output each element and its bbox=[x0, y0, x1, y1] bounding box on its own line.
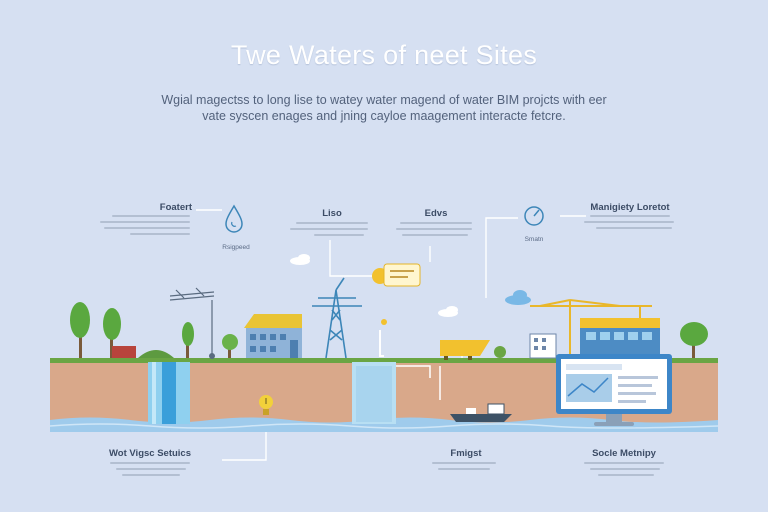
gauge-icon bbox=[524, 206, 544, 226]
info-tag bbox=[372, 263, 421, 287]
waterfall-channel bbox=[148, 362, 190, 424]
callout-filler-lines bbox=[100, 215, 674, 476]
water-drop-icon bbox=[225, 204, 243, 233]
house-building bbox=[244, 314, 302, 358]
boat-icon bbox=[450, 403, 512, 422]
grass-strip bbox=[50, 358, 718, 363]
callout-top-right-heading: Manigiety Loretot bbox=[590, 202, 670, 213]
cloud-icon bbox=[290, 254, 458, 317]
callout-bottom-right: Socle Metnipy bbox=[578, 448, 670, 459]
sensor-icon bbox=[381, 319, 387, 325]
factory-building bbox=[529, 318, 660, 359]
truck-icon bbox=[112, 346, 136, 358]
callout-bottom-left: Wot Vigsc Setuics bbox=[100, 448, 200, 459]
callout-top-left: Foatert bbox=[96, 202, 192, 213]
callout-bottom-right-heading: Socle Metnipy bbox=[592, 448, 656, 459]
callout-top-mid1: Liso bbox=[312, 208, 352, 219]
callout-top-left-heading: Foatert bbox=[159, 202, 192, 213]
callout-top-mid2: Edvs bbox=[412, 208, 460, 219]
yellow-platform bbox=[440, 340, 506, 360]
callout-drop-label: Rsigpeed bbox=[208, 238, 264, 251]
page-title: Twe Waters of neet Sites bbox=[230, 40, 538, 70]
callout-drop-caption: Rsigpeed bbox=[222, 244, 250, 251]
callout-top-mid1-heading: Liso bbox=[322, 208, 342, 219]
callout-gauge-caption: Smatn bbox=[524, 236, 544, 243]
callout-bottom-left-heading: Wot Vigsc Setuics bbox=[108, 448, 191, 459]
lightbulb-icon bbox=[259, 395, 273, 415]
monitor-dashboard bbox=[556, 354, 672, 426]
tree-icon bbox=[70, 302, 708, 358]
electric-pylon bbox=[312, 277, 362, 359]
blue-cloud-icon bbox=[505, 290, 531, 305]
callout-bottom-mid-heading: Fmigst bbox=[450, 448, 482, 459]
callout-gauge-label: Smatn bbox=[512, 230, 556, 243]
page-subtitle: Wgial magectss to long lise to watey wat… bbox=[161, 93, 607, 123]
construction-crane bbox=[530, 299, 652, 358]
callout-top-mid2-heading: Edvs bbox=[424, 208, 448, 219]
underground-pipes bbox=[396, 365, 441, 400]
power-line bbox=[169, 287, 215, 358]
callout-top-right: Manigiety Loretot bbox=[580, 202, 680, 213]
callout-bottom-mid: Fmigst bbox=[436, 448, 496, 459]
